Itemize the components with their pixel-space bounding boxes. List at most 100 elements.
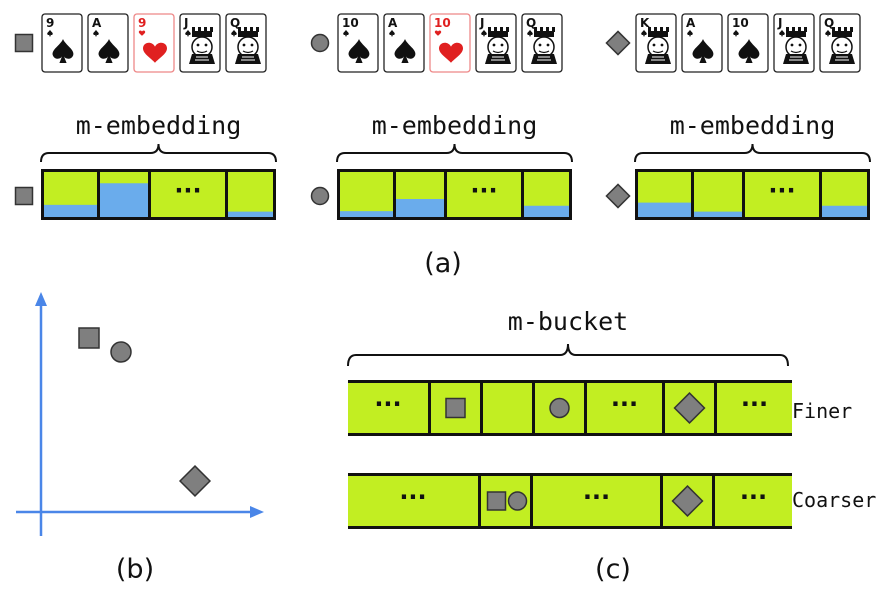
diamond-marker — [671, 484, 704, 518]
panel-a-caption: (a) — [424, 248, 462, 279]
square-marker — [445, 397, 466, 419]
bucket-cell — [348, 383, 428, 433]
mouth — [790, 50, 802, 54]
x-axis-arrow — [250, 506, 264, 518]
card-rank: 9 — [46, 16, 54, 30]
embedding-fill — [100, 183, 148, 217]
spade-icon — [98, 39, 120, 63]
crown-point — [210, 27, 213, 32]
crown-point — [192, 27, 195, 32]
heart-icon — [434, 30, 442, 36]
circle-marker — [549, 397, 570, 419]
embedding-cell — [694, 172, 742, 217]
playing-card: J — [475, 13, 517, 73]
card-rank: K — [640, 16, 650, 30]
card-rank: A — [686, 16, 696, 30]
collar-stripes — [241, 56, 255, 61]
embedding-cell — [745, 172, 819, 217]
eye — [538, 43, 542, 47]
ellipsis-text: ··· — [583, 483, 610, 511]
eye — [196, 43, 200, 47]
crown-point — [786, 27, 789, 32]
embedding-fill — [340, 211, 393, 217]
crown-point — [506, 27, 509, 32]
square-marker — [486, 491, 507, 511]
playing-card: J — [179, 13, 221, 73]
square-marker — [14, 33, 34, 53]
playing-card: 9 — [41, 13, 83, 73]
card-rank: A — [92, 16, 102, 30]
collar — [531, 54, 557, 64]
crown-point — [838, 27, 841, 32]
panel-c-caption: (c) — [595, 554, 631, 585]
collar — [783, 54, 809, 64]
circle-marker — [310, 186, 330, 206]
playing-card: 10 — [429, 13, 471, 73]
diamond-marker — [605, 30, 631, 56]
crown-point — [244, 27, 247, 32]
spade-icon — [825, 29, 831, 37]
queen-face-icon — [531, 27, 557, 64]
crown-point — [792, 27, 795, 32]
ellipsis-text: ··· — [741, 390, 768, 418]
spade-icon — [93, 29, 99, 37]
playing-card: 10 — [727, 13, 769, 73]
bucket-cell — [533, 476, 660, 526]
ellipsis-text: ··· — [174, 177, 201, 205]
crown-point — [250, 27, 253, 32]
curly-brace — [634, 143, 871, 163]
embedding-fill — [44, 204, 97, 217]
circle-marker — [507, 491, 528, 511]
card-rank: 9 — [138, 16, 146, 30]
crown-point — [540, 27, 543, 32]
crown-point — [666, 27, 669, 32]
spade-icon — [779, 29, 785, 37]
embedding-fill — [396, 199, 444, 217]
queen-face-icon — [829, 27, 855, 64]
card-rank: Q — [230, 16, 240, 30]
curly-brace — [336, 143, 573, 163]
playing-card: 9 — [133, 13, 175, 73]
playing-card: J — [773, 13, 815, 73]
mouth — [492, 50, 504, 54]
collar — [235, 54, 261, 64]
crown — [192, 31, 212, 37]
mouth — [652, 50, 664, 54]
crown-point — [654, 27, 657, 32]
row-label-coarser: Coarser — [792, 488, 876, 512]
embedding-label: m-embedding — [76, 111, 242, 140]
heart-icon — [138, 30, 146, 36]
crown-point — [660, 27, 663, 32]
diamond-marker — [605, 183, 631, 209]
spade-icon — [733, 29, 739, 37]
card-rank: Q — [526, 16, 536, 30]
crown — [832, 31, 852, 37]
spade-icon — [185, 29, 191, 37]
eye — [242, 43, 246, 47]
bucket-cell — [587, 383, 662, 433]
jack-face-icon — [189, 27, 215, 64]
collar-stripes — [789, 56, 803, 61]
crown-point — [798, 27, 801, 32]
spade-icon — [481, 29, 487, 37]
crown-point — [238, 27, 241, 32]
jack-face-icon — [485, 27, 511, 64]
crown-point — [832, 27, 835, 32]
collar — [189, 54, 215, 64]
square-marker — [14, 186, 34, 206]
circle-marker — [110, 341, 132, 363]
card-rank: 10 — [732, 16, 749, 30]
playing-card: Q — [225, 13, 267, 73]
collar — [829, 54, 855, 64]
bucket-cell — [717, 383, 792, 433]
crown-point — [850, 27, 853, 32]
spade-icon — [692, 39, 714, 63]
panel-c: ·················· — [347, 343, 792, 529]
card-rank: J — [777, 16, 782, 30]
jack-face-icon — [783, 27, 809, 64]
collar — [645, 54, 671, 64]
